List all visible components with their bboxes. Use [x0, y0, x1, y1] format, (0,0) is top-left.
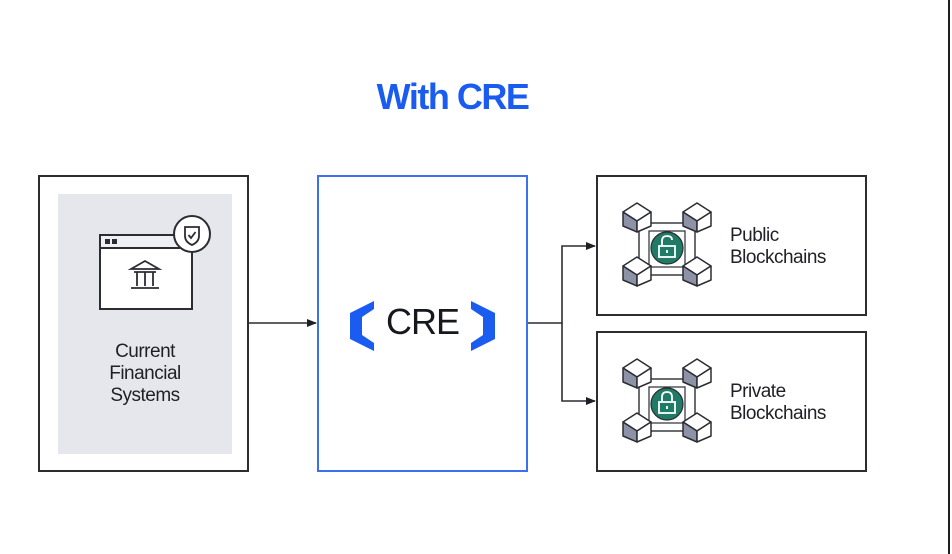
- frame-edge: [948, 0, 950, 554]
- shield-check-icon: [173, 215, 211, 253]
- node-label: Current Financial Systems: [109, 341, 181, 406]
- node-label: Private Blockchains: [730, 381, 826, 424]
- node-public-blockchains: Public Blockchains: [596, 175, 867, 316]
- block-cube: [622, 358, 652, 389]
- left-bracket-icon: [350, 301, 374, 351]
- node-private-blockchains: Private Blockchains: [596, 331, 867, 472]
- node-label: Public Blockchains: [730, 225, 826, 268]
- block-cube: [622, 256, 652, 287]
- node-panel: Current Financial Systems: [58, 194, 232, 454]
- padlock-shackle: [661, 391, 673, 402]
- diagram-title: With CRE: [376, 76, 530, 117]
- blockchain-unlocked-icon: [622, 202, 712, 287]
- padlock-shackle: [661, 235, 673, 246]
- edge-cre-to-private: [561, 323, 596, 405]
- block-cube: [682, 358, 712, 389]
- padlock-body: [658, 401, 676, 414]
- node-current-financial-systems: Current Financial Systems: [38, 175, 249, 472]
- edge-cre-to-public: [528, 242, 596, 324]
- right-bracket-icon: [471, 301, 495, 351]
- blockchain-locked-icon: [622, 358, 712, 443]
- block-cube: [622, 412, 652, 443]
- node-cre: CRE: [317, 175, 528, 472]
- network-links: [638, 222, 696, 276]
- cre-label: CRE: [385, 301, 460, 342]
- bank-browser-shield-icon: [99, 215, 211, 310]
- bank-icon: [127, 259, 163, 289]
- block-cube: [682, 256, 712, 287]
- network-links: [638, 378, 696, 432]
- block-cube: [682, 412, 712, 443]
- block-cube: [622, 202, 652, 233]
- padlock-body: [658, 245, 676, 258]
- block-cube: [682, 202, 712, 233]
